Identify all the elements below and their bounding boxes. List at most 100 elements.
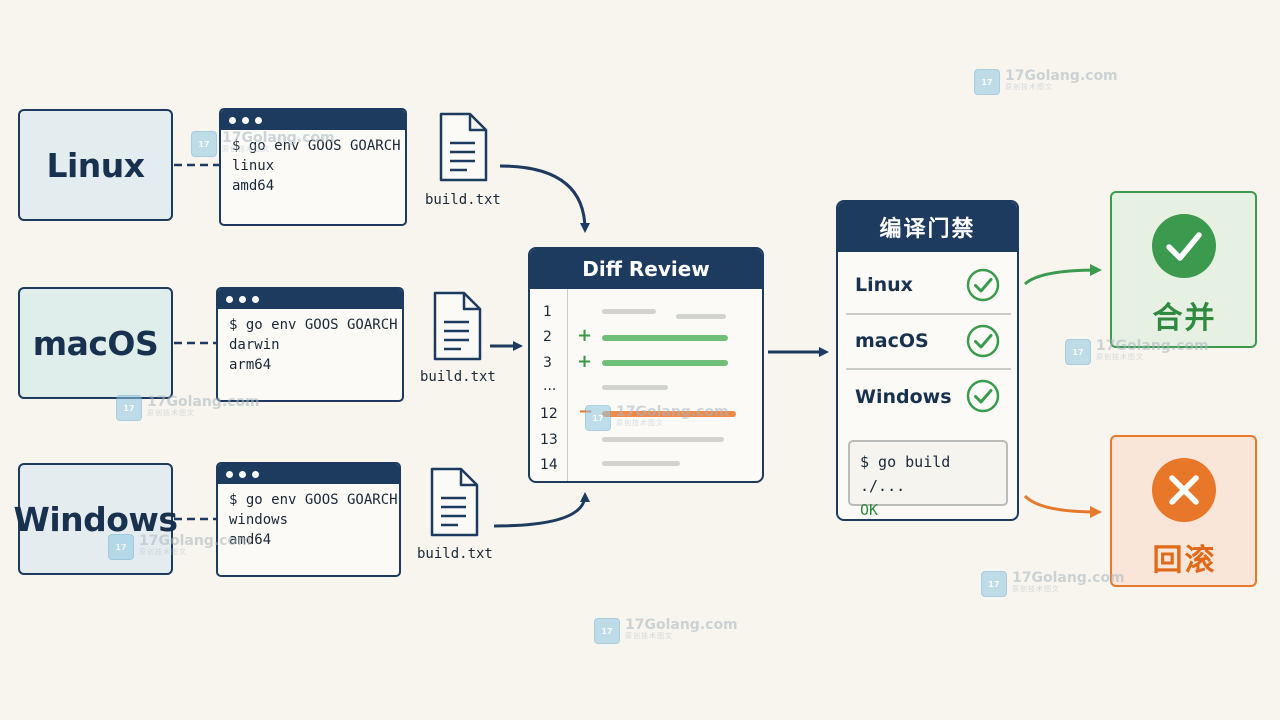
- watermark: 17 17Golang.com 原创技术图文: [116, 395, 260, 421]
- watermark: 17 17Golang.com 原创技术图文: [191, 131, 335, 157]
- gate-divider: [846, 368, 1011, 370]
- diff-line-number: 3: [543, 355, 552, 371]
- watermark-brand: 17Golang.com: [147, 394, 260, 410]
- diff-context-line: [602, 461, 680, 466]
- watermark: 17 17Golang.com 原创技术图文: [585, 405, 729, 431]
- terminal-titlebar: [218, 289, 402, 309]
- watermark: 17 17Golang.com 原创技术图文: [974, 69, 1118, 95]
- rollback-label: 回滚: [1152, 543, 1217, 578]
- gate-build-terminal: $ go build ./... OK: [848, 440, 1008, 519]
- arrow-gate-to-merge: [1023, 264, 1102, 286]
- diff-context-line: [602, 309, 656, 314]
- terminal-linux: $ go env GOOS GOARCH linux amd64: [219, 108, 407, 226]
- window-dot-icon: [229, 116, 236, 124]
- watermark-brand: 17Golang.com: [616, 404, 729, 420]
- watermark-tagline: 原创技术图文: [1005, 83, 1053, 91]
- gate-check-label-linux: Linux: [855, 274, 913, 296]
- merge-label: 合并: [1152, 301, 1217, 336]
- check-circle-icon: [966, 324, 1000, 358]
- check-badge-icon: [1152, 214, 1216, 278]
- diff-added-line: [602, 360, 728, 366]
- diff-context-line: [602, 385, 668, 390]
- terminal-goos-output: windows: [229, 512, 289, 528]
- window-dot-icon: [255, 116, 262, 124]
- watermark-tagline: 原创技术图文: [139, 548, 187, 556]
- merge-outcome-box: 合并: [1110, 191, 1257, 348]
- watermark-logo-icon: 17: [1065, 339, 1091, 365]
- platform-box-linux: Linux: [18, 109, 173, 221]
- watermark-tagline: 原创技术图文: [625, 632, 673, 640]
- diff-context-line: [676, 314, 726, 319]
- watermark: 17 17Golang.com 原创技术图文: [108, 534, 252, 560]
- gate-check-label-macos: macOS: [855, 330, 929, 352]
- watermark-tagline: 原创技术图文: [616, 419, 664, 427]
- watermark: 17 17Golang.com 原创技术图文: [594, 618, 738, 644]
- watermark-brand: 17Golang.com: [1012, 570, 1125, 586]
- terminal-goos-output: linux: [232, 158, 275, 174]
- check-circle-icon: [966, 379, 1000, 413]
- terminal-titlebar: [218, 464, 399, 484]
- watermark-brand: 17Golang.com: [625, 617, 738, 633]
- gate-build-command: $ go build ./...: [860, 453, 951, 495]
- diff-review-panel: Diff Review 1 2 3 ... 12 13 14 + + −: [528, 247, 764, 483]
- terminal-macos: $ go env GOOS GOARCH darwin arm64: [216, 287, 404, 402]
- platform-label-windows: Windows: [13, 499, 178, 539]
- x-badge-icon: [1152, 458, 1216, 522]
- terminal-command: $ go env GOOS GOARCH: [229, 492, 398, 508]
- file-label-linux: build.txt: [425, 192, 501, 208]
- arrow-windows-to-diff: [493, 492, 590, 528]
- watermark-tagline: 原创技术图文: [1012, 585, 1060, 593]
- watermark-tagline: 原创技术图文: [222, 145, 270, 153]
- diff-line-number: 12: [540, 406, 558, 422]
- watermark-logo-icon: 17: [585, 405, 611, 431]
- file-label-windows: build.txt: [417, 546, 493, 562]
- window-dot-icon: [239, 295, 246, 303]
- arrow-linux-to-diff: [499, 164, 590, 233]
- diff-added-marker: +: [577, 325, 593, 346]
- diff-context-line: [602, 437, 724, 442]
- window-dot-icon: [226, 295, 233, 303]
- terminal-goarch-output: amd64: [229, 532, 272, 548]
- gate-build-result: OK: [860, 501, 879, 519]
- file-icon: [430, 467, 479, 537]
- watermark: 17 17Golang.com 原创技术图文: [981, 571, 1125, 597]
- build-gate-title: 编译门禁: [838, 202, 1017, 252]
- platform-box-macos: macOS: [18, 287, 173, 399]
- platform-label-linux: Linux: [46, 145, 145, 185]
- watermark-brand: 17Golang.com: [222, 130, 335, 146]
- check-circle-icon: [966, 268, 1000, 302]
- watermark-brand: 17Golang.com: [1096, 338, 1209, 354]
- diff-added-line: [602, 335, 728, 341]
- watermark-logo-icon: 17: [974, 69, 1000, 95]
- diff-added-marker: +: [577, 351, 593, 372]
- watermark-tagline: 原创技术图文: [1096, 353, 1144, 361]
- diff-line-number: 13: [540, 432, 558, 448]
- watermark-brand: 17Golang.com: [1005, 68, 1118, 84]
- watermark-logo-icon: 17: [981, 571, 1007, 597]
- terminal-windows: $ go env GOOS GOARCH windows amd64: [216, 462, 401, 577]
- watermark-tagline: 原创技术图文: [147, 409, 195, 417]
- gate-check-label-windows: Windows: [855, 386, 952, 408]
- terminal-goos-output: darwin: [229, 337, 280, 353]
- window-dot-icon: [252, 295, 259, 303]
- diff-line-number: 14: [540, 457, 558, 473]
- terminal-goarch-output: amd64: [232, 178, 275, 194]
- diff-removed-line: [602, 411, 736, 417]
- build-gate-panel: 编译门禁 Linux macOS Windows $ go build ./..…: [836, 200, 1019, 521]
- terminal-goarch-output: arm64: [229, 357, 272, 373]
- watermark-logo-icon: 17: [191, 131, 217, 157]
- terminal-titlebar: [221, 110, 405, 130]
- file-label-macos: build.txt: [420, 369, 496, 385]
- platform-box-windows: Windows: [13, 463, 178, 575]
- diff-line-number: ...: [543, 378, 557, 394]
- window-dot-icon: [242, 116, 249, 124]
- diff-line-number: 2: [543, 329, 552, 345]
- file-icon: [439, 112, 488, 182]
- watermark-logo-icon: 17: [108, 534, 134, 560]
- watermark-logo-icon: 17: [116, 395, 142, 421]
- diff-gutter: [530, 289, 568, 481]
- diff-review-title: Diff Review: [530, 249, 762, 289]
- diff-line-number: 1: [543, 304, 552, 320]
- window-dot-icon: [226, 470, 233, 478]
- terminal-command: $ go env GOOS GOARCH: [232, 138, 401, 154]
